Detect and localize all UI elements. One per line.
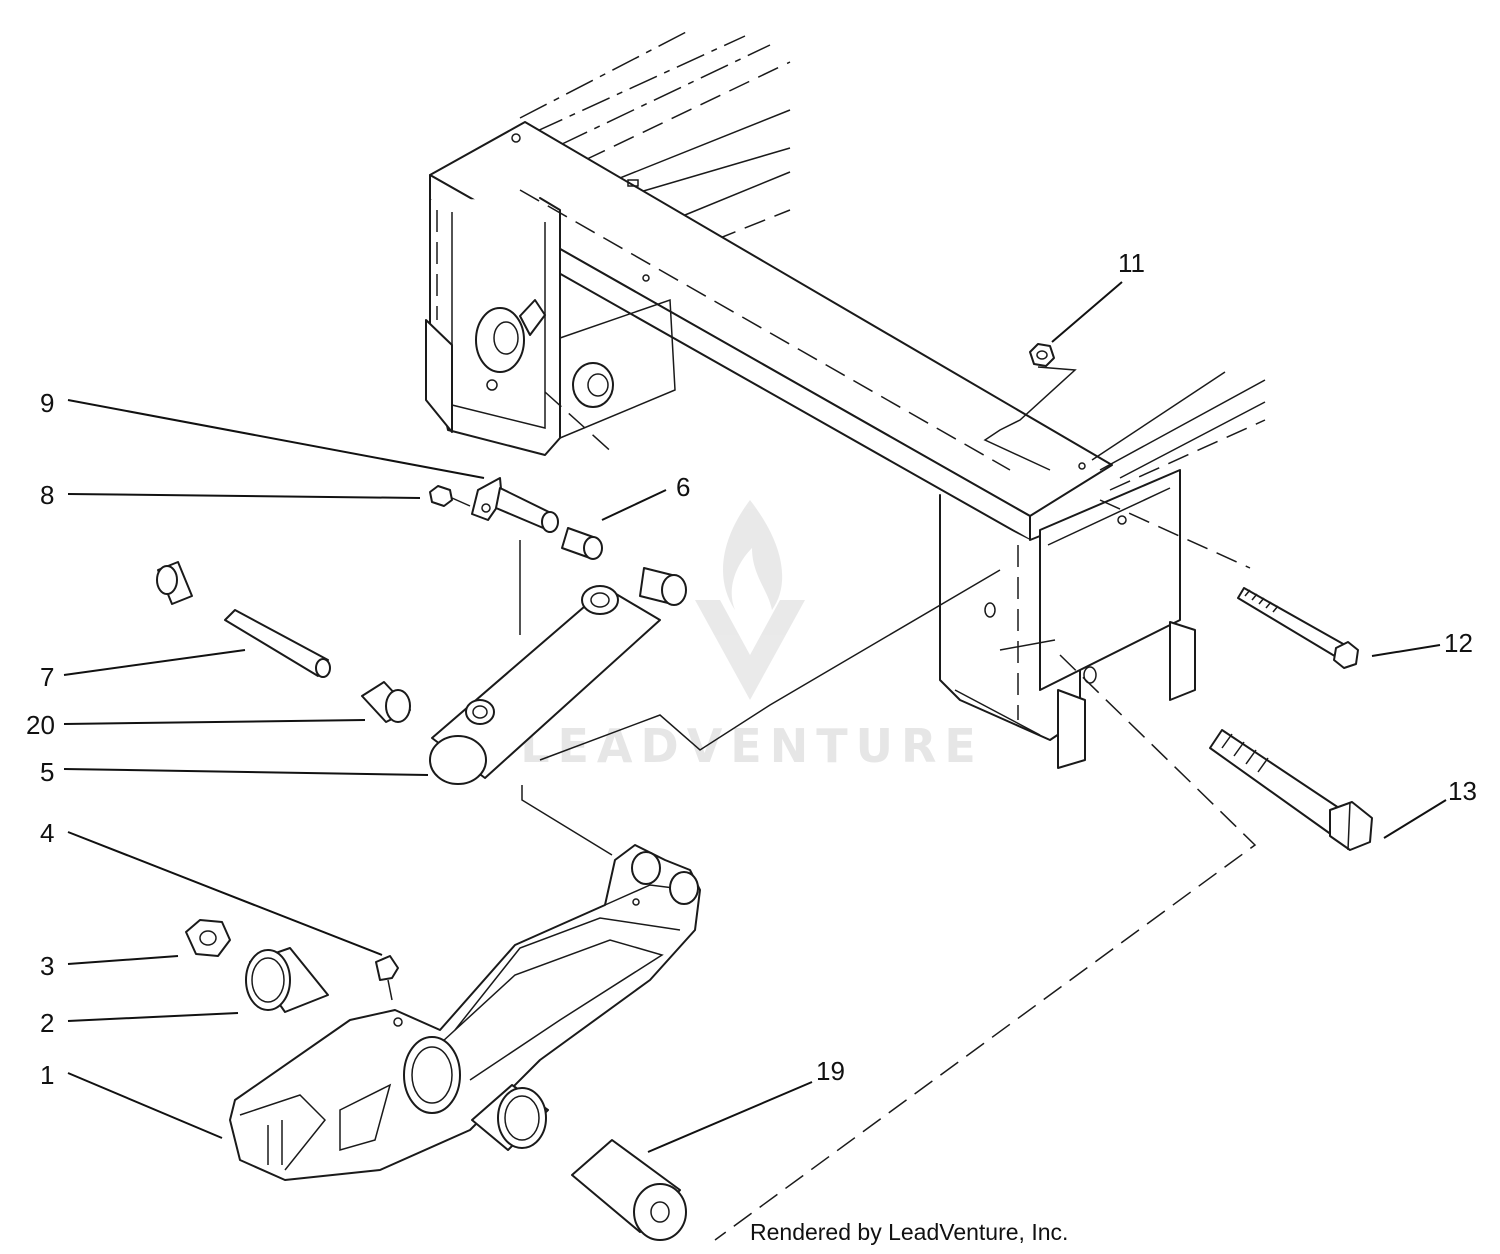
watermark: LEADVENTURE: [520, 500, 984, 773]
leader-3: [67, 955, 179, 965]
watermark-text: LEADVENTURE: [520, 719, 984, 773]
leader-5: [63, 768, 429, 776]
callouts: 11 9 8 6 7 20 5 4 3 2 1 12 13 19: [26, 248, 1477, 1090]
leader-4: [67, 831, 383, 956]
callout-12: 12: [1444, 628, 1473, 658]
footer-credit: Rendered by LeadVenture, Inc.: [750, 1219, 1068, 1245]
callout-8: 8: [40, 480, 54, 510]
assembly-centerlines: [519, 189, 1257, 1241]
callout-6: 6: [676, 472, 690, 502]
leader-6: [601, 489, 667, 521]
callout-7: 7: [40, 662, 54, 692]
part-4-grease-fitting: [375, 955, 399, 1001]
callout-11: 11: [1118, 248, 1145, 278]
part-6-bushing: [561, 527, 687, 606]
part-2-bushing: [245, 947, 329, 1013]
part-12-bolt: [1237, 587, 1359, 669]
connection-lines: [519, 366, 1077, 856]
leader-7: [63, 649, 246, 676]
callout-20: 20: [26, 710, 55, 740]
part-19-sleeve: [571, 1139, 687, 1241]
leader-11: [1051, 281, 1123, 343]
callout-3: 3: [40, 951, 54, 981]
leader-lines: [63, 281, 1447, 1153]
part-3-nut: [185, 919, 231, 957]
callout-19: 19: [816, 1056, 845, 1086]
leader-20: [63, 719, 366, 725]
part-7-pin: [156, 561, 331, 678]
leader-19: [647, 1081, 813, 1153]
callout-9: 9: [40, 388, 54, 418]
callout-5: 5: [40, 757, 54, 787]
leader-12: [1371, 644, 1441, 657]
leader-13: [1383, 799, 1447, 839]
callout-13: 13: [1448, 776, 1477, 806]
callout-2: 2: [40, 1008, 54, 1038]
watermark-logo-icon: [695, 500, 805, 700]
frame-assembly: [425, 29, 1266, 769]
part-1-arm: [229, 844, 701, 1181]
part-8-bolt: [429, 485, 471, 507]
leader-8: [67, 493, 421, 499]
part-13-bolt: [1209, 729, 1373, 851]
part-bushing-rear: [471, 1084, 549, 1151]
callout-1: 1: [40, 1060, 54, 1090]
part-9-pin: [471, 477, 559, 533]
leader-2: [67, 1012, 239, 1022]
part-20-bushing: [361, 681, 411, 723]
part-11-nut: [1029, 343, 1055, 367]
callout-4: 4: [40, 818, 54, 848]
leader-1: [67, 1072, 223, 1139]
part-5-tube: [429, 585, 661, 785]
leader-9: [67, 399, 485, 479]
